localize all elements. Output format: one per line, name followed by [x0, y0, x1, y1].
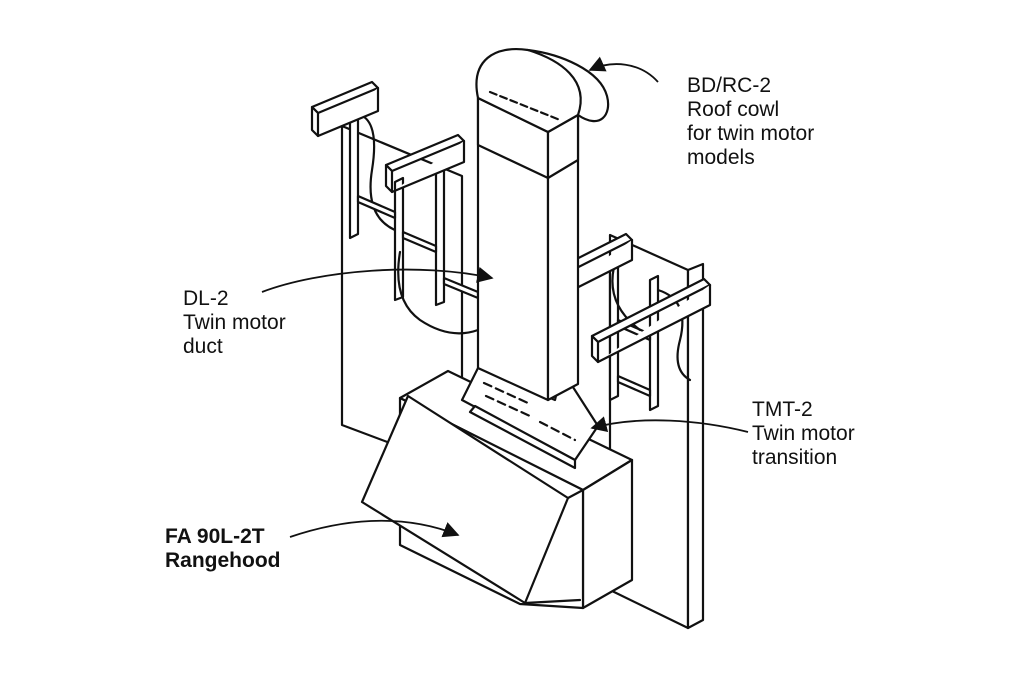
label-line: transition [752, 446, 838, 469]
label-line: TMT-2 [752, 398, 813, 421]
label-line: for twin motor [687, 122, 815, 145]
label-line: Twin motor [183, 311, 286, 334]
label-line: BD/RC-2 [687, 74, 772, 97]
label-line: Roof cowl [687, 98, 780, 121]
twin-motor-transition-label: TMT-2 Twin motor transition [752, 398, 855, 470]
cowl-leader-arrow [588, 56, 659, 83]
roof-cowl-label: BD/RC-2 Roof cowl for twin motor models [687, 74, 814, 170]
label-line: FA 90L-2T [165, 525, 265, 548]
label-line: Rangehood [165, 549, 281, 572]
label-line: duct [183, 335, 223, 358]
rangehood-label: FA 90L-2T Rangehood [165, 525, 281, 573]
transition-leader-arrow [590, 416, 749, 433]
wall-frame [348, 112, 692, 412]
rangehood-leader-arrow [289, 519, 460, 538]
duct-leader-arrow [261, 266, 494, 293]
roof-cowl [475, 48, 610, 180]
label-line: Twin motor [752, 422, 855, 445]
label-line: DL-2 [183, 287, 229, 310]
rangehood-body [360, 369, 634, 610]
twin-motor-duct-label: DL-2 Twin motor duct [183, 287, 286, 359]
label-line: models [687, 146, 755, 169]
